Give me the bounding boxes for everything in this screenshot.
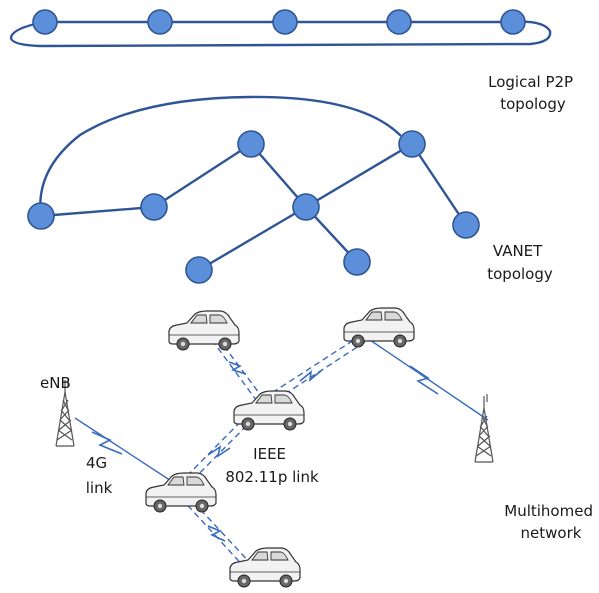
vanet-node [343, 248, 371, 276]
enb-label: eNB [40, 374, 71, 392]
ieee-link-zigzag [207, 525, 226, 542]
vanet-edge [410, 142, 468, 227]
car-icon [343, 307, 415, 348]
ieee-link [180, 497, 247, 570]
lte-label: 4G link [86, 454, 113, 497]
p2p-ring-edge [9, 20, 552, 48]
vanet-edge [249, 142, 308, 209]
vanet-topology [27, 95, 480, 284]
p2p-topology [9, 9, 552, 48]
car-icon [233, 390, 305, 431]
p2p-node [32, 9, 58, 35]
ieee-link-zigzag [228, 361, 247, 375]
ieee-label: IEEE 802.11p link [225, 445, 319, 486]
ieee-link-zigzag [207, 445, 231, 458]
car-icon [229, 547, 301, 588]
lte-link-zigzag [409, 365, 439, 395]
vanet-node [398, 130, 426, 158]
vanet-node [237, 130, 265, 158]
ieee-link [263, 335, 361, 399]
lte-link [369, 339, 489, 421]
car-icon [145, 472, 217, 513]
ieee-link [211, 339, 263, 409]
multihomed-label: Multihomed network [504, 502, 598, 542]
p2p-node [147, 9, 173, 35]
vanet-node [140, 193, 168, 221]
p2p-node [272, 9, 298, 35]
p2p-node [500, 9, 526, 35]
vanet-edge [39, 205, 156, 218]
car-icon [168, 310, 240, 351]
vanet-edge [39, 95, 402, 218]
vanet-node [452, 211, 480, 239]
vanet-edge [304, 142, 414, 209]
vanet-label: VANET topology [487, 242, 553, 283]
p2p-node [386, 9, 412, 35]
lte-link-zigzag [91, 431, 123, 455]
wireless-links [74, 335, 489, 570]
vanet-node [292, 193, 320, 221]
ieee-link [186, 494, 254, 567]
vanet-edge [152, 142, 253, 209]
vanet-node [185, 256, 213, 284]
p2p-label: Logical P2P topology [488, 73, 578, 113]
ieee-link-zigzag [299, 369, 323, 382]
cell-tower-icon [474, 393, 494, 463]
vanet-edge [197, 205, 308, 272]
vanet-node [27, 202, 55, 230]
